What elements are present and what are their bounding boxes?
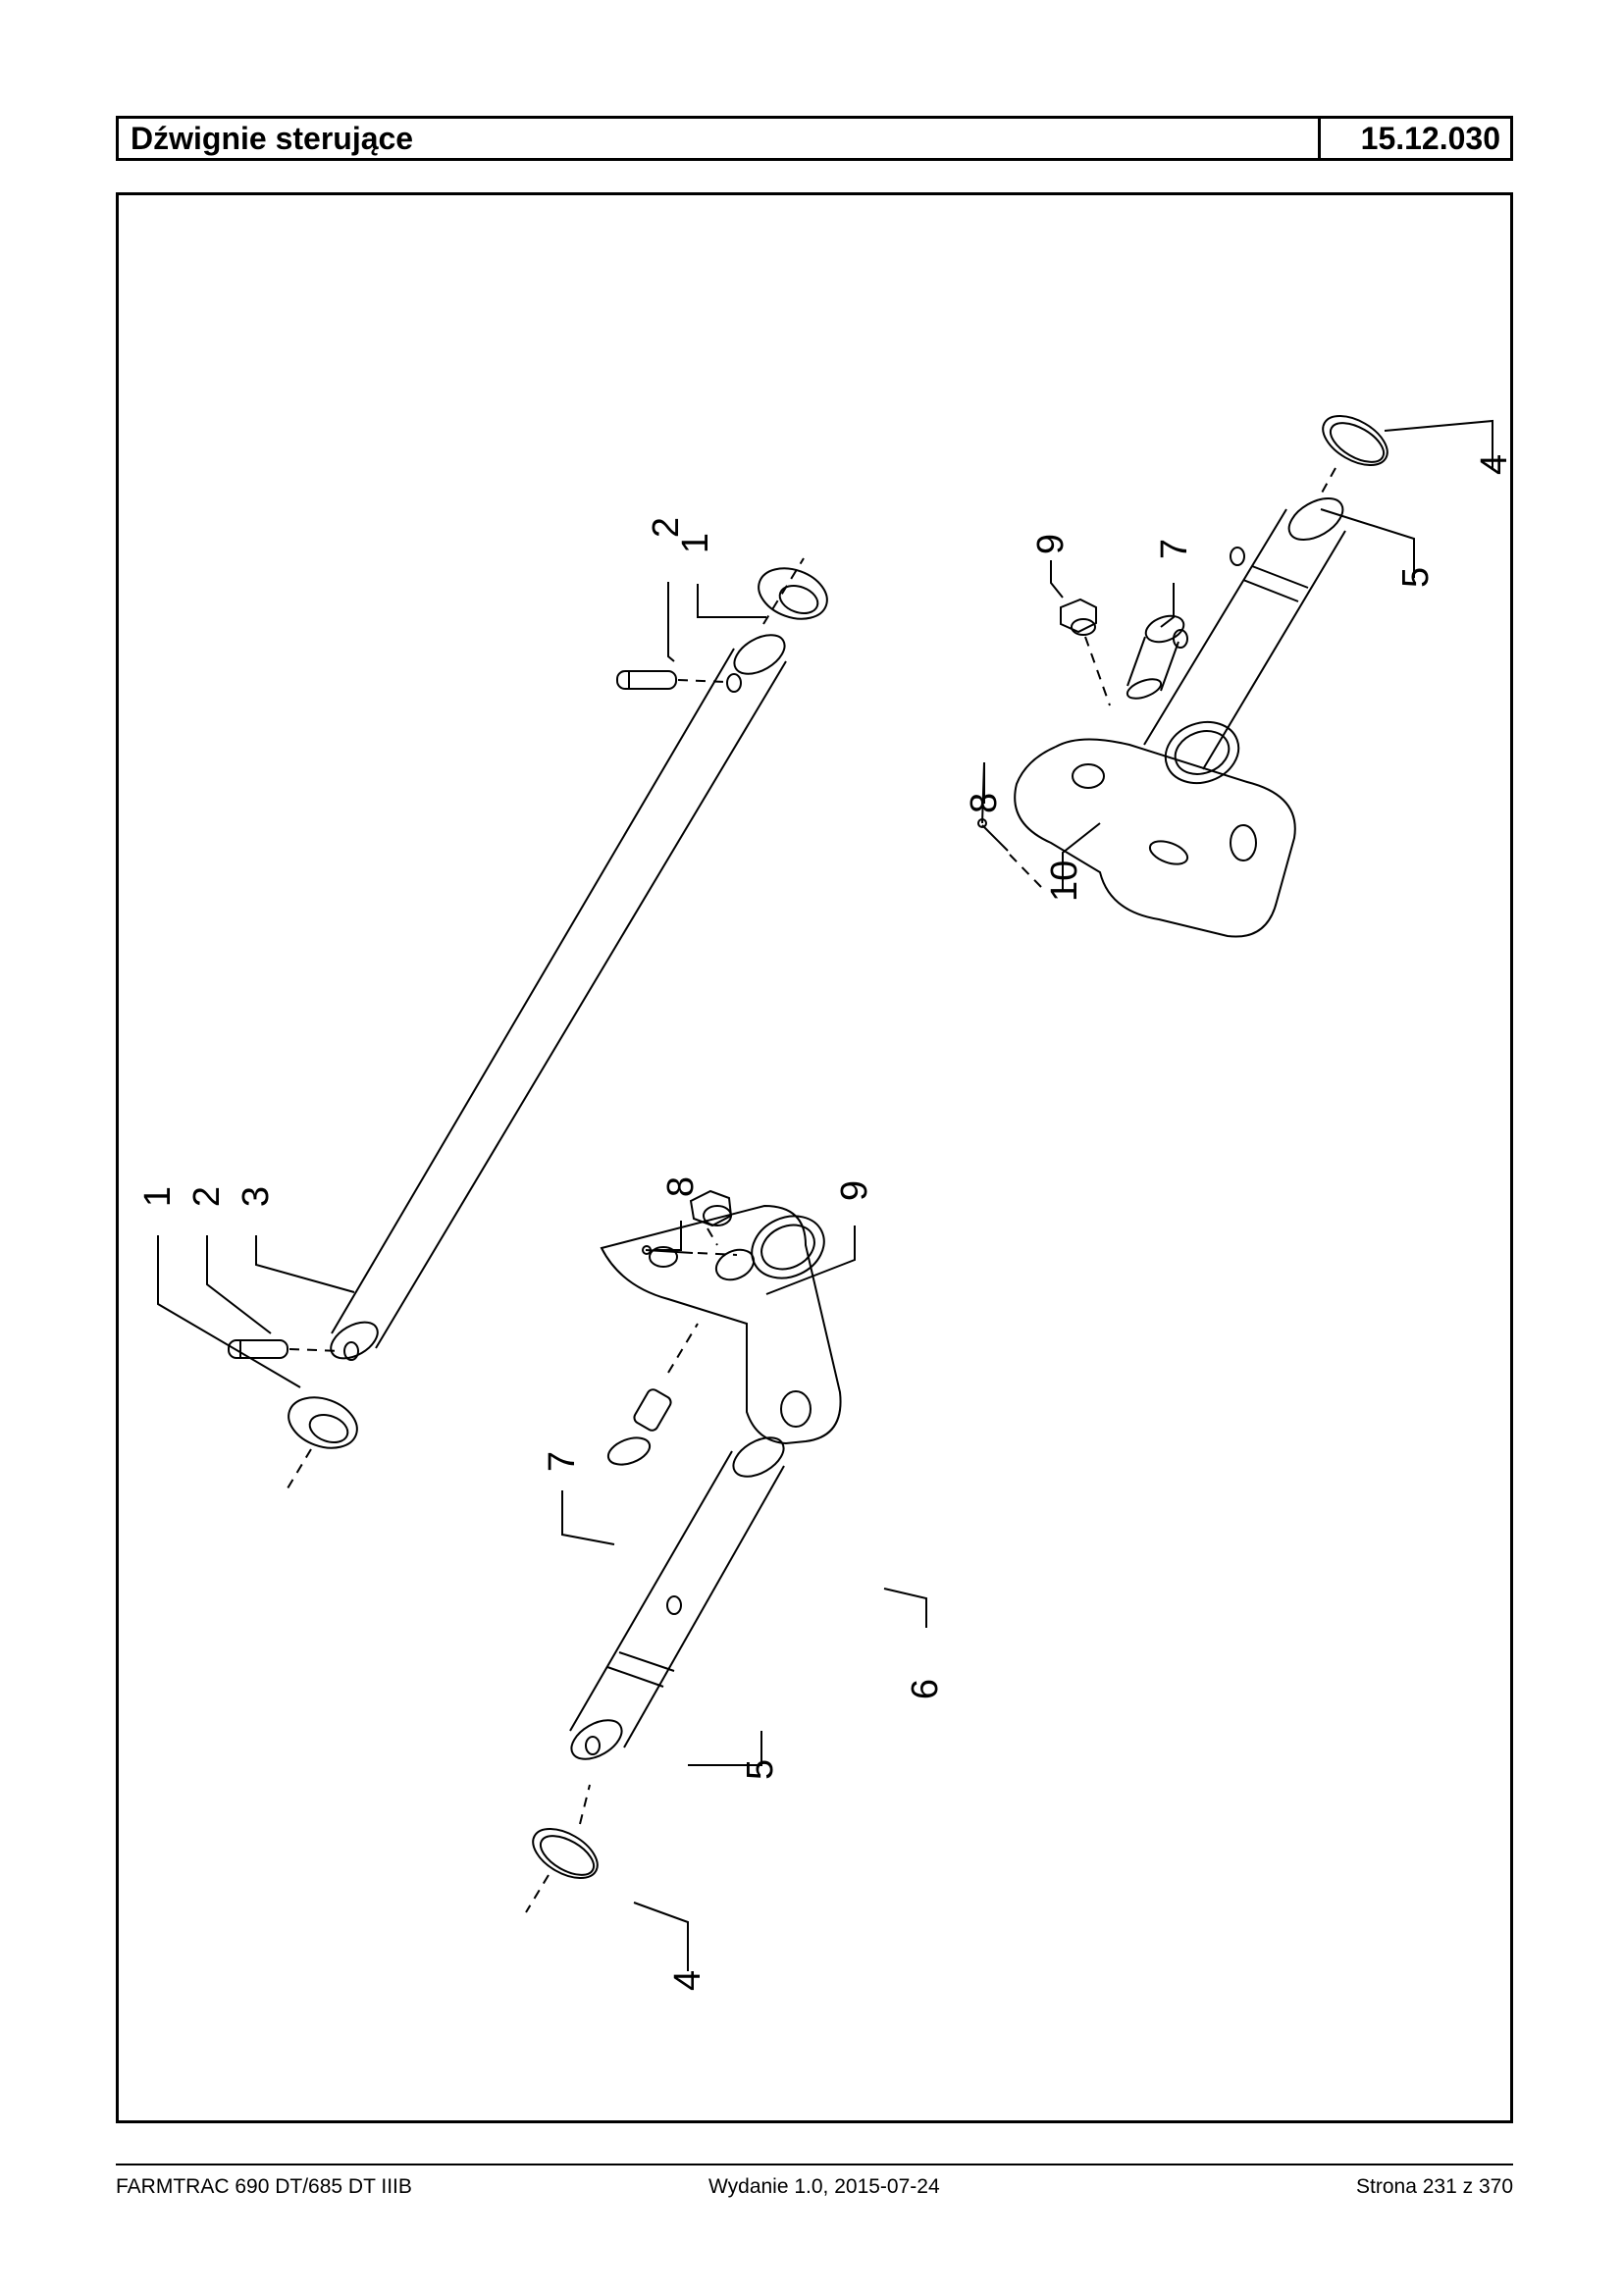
long-shaft-assembly [228,557,828,1489]
callout-label: 5 [1395,567,1437,588]
callout-label: 8 [660,1176,702,1197]
parts-drawing: 1 2 1 2 3 9 8 7 6 5 4 7 9 5 4 8 10 [137,415,1510,1991]
callout-label: 1 [137,1186,179,1207]
footer-divider [116,2164,1513,2165]
lower-lever-assembly [525,1189,842,1913]
page-title: Dźwignie sterujące [131,121,414,156]
footer-edition: Wydanie 1.0, 2015-07-24 [708,2175,940,2198]
callout-label: 9 [834,1180,875,1201]
callout-label: 7 [1154,539,1195,559]
callout-label: 5 [740,1759,781,1780]
callout-label: 9 [1030,534,1072,554]
callout-label: 10 [1044,861,1085,902]
callout-label: 8 [964,793,1005,813]
callout-label: 2 [646,517,687,538]
footer-page-number: Strona 231 z 370 [1356,2175,1513,2198]
callout-label: 6 [905,1679,946,1699]
callout-label: 4 [667,1970,708,1991]
callout-label: 4 [1474,454,1510,475]
page-footer: FARMTRAC 690 DT/685 DT IIIB Wydanie 1.0,… [116,2172,1513,2202]
callout-label: 3 [236,1186,277,1207]
page-header: Dźwignie sterujące 15.12.030 [116,116,1513,161]
callout-label: 2 [186,1186,228,1207]
section-code: 15.12.030 [1318,119,1510,158]
leader-lines [157,419,1493,1971]
footer-model: FARMTRAC 690 DT/685 DT IIIB [116,2175,412,2198]
upper-lever-assembly [977,415,1388,938]
exploded-parts-diagram: 1 2 1 2 3 9 8 7 6 5 4 7 9 5 4 8 10 [116,192,1513,2123]
callout-labels: 1 2 1 2 3 9 8 7 6 5 4 7 9 5 4 8 10 [137,454,1510,1991]
callout-label: 1 [675,533,716,553]
callout-label: 7 [542,1451,583,1472]
